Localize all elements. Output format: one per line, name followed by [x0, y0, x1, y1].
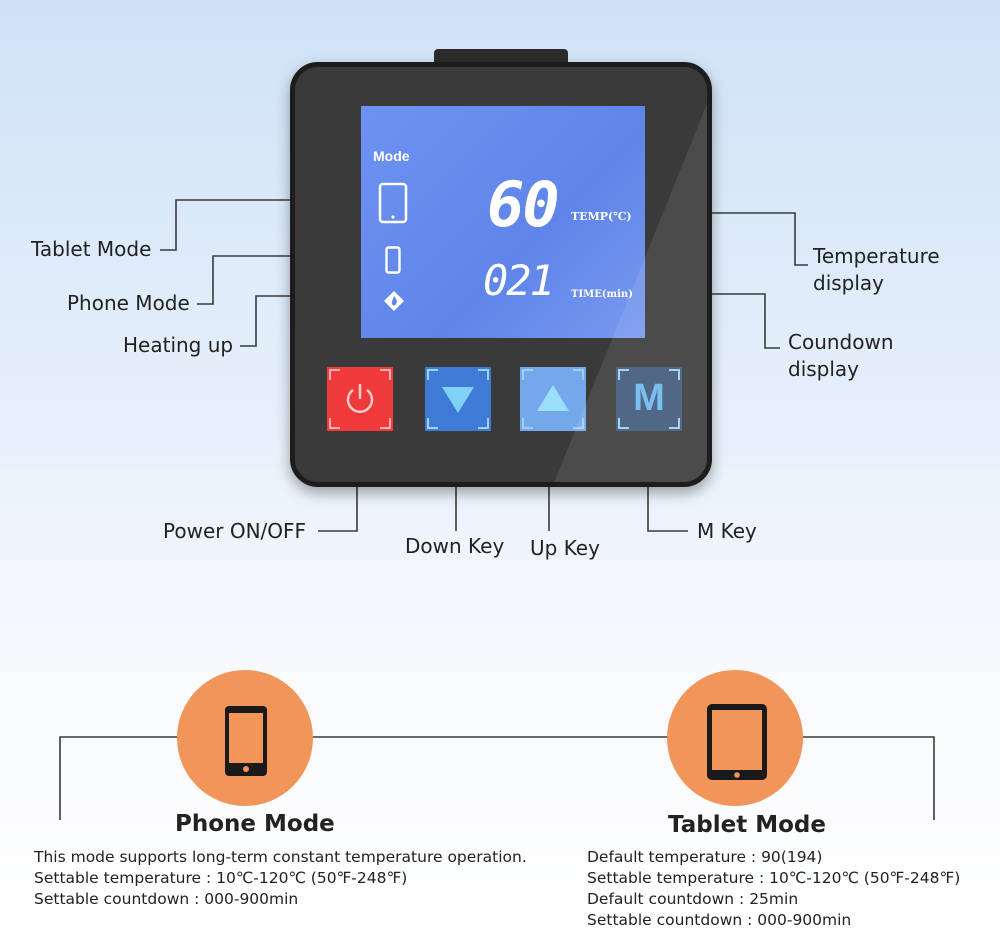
heating-up-callout: Heating up: [123, 333, 234, 357]
down-key-button[interactable]: [425, 367, 491, 431]
phone-desc-line: Settable countdown : 000-900min: [34, 890, 299, 908]
power-callout: Power ON/OFF: [163, 519, 307, 543]
tablet-mode-description: Default temperature : 90(194) Settable t…: [587, 847, 960, 931]
phone-mode-title: Phone Mode: [175, 811, 335, 837]
triangle-down-icon: [442, 387, 474, 413]
phone-mode-description: This mode supports long-term constant te…: [34, 847, 527, 910]
phone-desc-line: This mode supports long-term constant te…: [34, 848, 527, 866]
countdown-display-callout-line2: display: [788, 357, 860, 381]
power-button[interactable]: [327, 367, 393, 431]
tablet-mode-circle: [667, 670, 803, 806]
time-unit-label: TIME(min): [571, 289, 633, 300]
lcd-mode-label: Mode: [373, 148, 410, 164]
temperature-digits: 60: [487, 168, 560, 241]
phone-icon: [225, 706, 267, 776]
tablet-desc-line: Settable temperature : 10℃-120℃ (50℉-248…: [587, 869, 961, 887]
down-key-callout: Down Key: [405, 534, 505, 558]
up-key-callout: Up Key: [530, 536, 600, 560]
temp-unit-label: TEMP(℃): [571, 210, 632, 223]
lcd-tablet-icon: [378, 182, 408, 224]
lcd-phone-icon: [385, 246, 401, 274]
tablet-mode-title: Tablet Mode: [668, 812, 826, 838]
tablet-desc-line: Default temperature : 90(194): [587, 848, 823, 866]
triangle-up-icon: [537, 385, 569, 411]
lcd-heating-icon: [384, 291, 404, 311]
m-key-label: M: [633, 377, 665, 419]
temperature-display-callout-line1: Temperature: [813, 244, 940, 268]
power-icon: [346, 384, 374, 413]
tablet-mode-callout: Tablet Mode: [31, 237, 152, 261]
up-key-button[interactable]: [520, 367, 586, 431]
temperature-display-callout-line2: display: [813, 271, 885, 295]
tablet-desc-line: Default countdown : 25min: [587, 890, 799, 908]
controller-device: Mode 60 TEMP(℃) 021 TIME(min): [290, 62, 712, 487]
m-key-button[interactable]: M: [616, 367, 682, 431]
phone-mode-circle: [177, 670, 313, 806]
countdown-display-callout-line1: Coundown: [788, 330, 894, 354]
m-key-callout: M Key: [697, 519, 757, 543]
tablet-desc-line: Settable countdown : 000-900min: [587, 911, 852, 929]
lcd-screen: Mode 60 TEMP(℃) 021 TIME(min): [361, 106, 645, 338]
time-digits: 021: [483, 256, 555, 305]
phone-mode-callout: Phone Mode: [67, 291, 190, 315]
phone-desc-line: Settable temperature : 10℃-120℃ (50℉-248…: [34, 869, 408, 887]
tablet-icon: [707, 704, 767, 780]
